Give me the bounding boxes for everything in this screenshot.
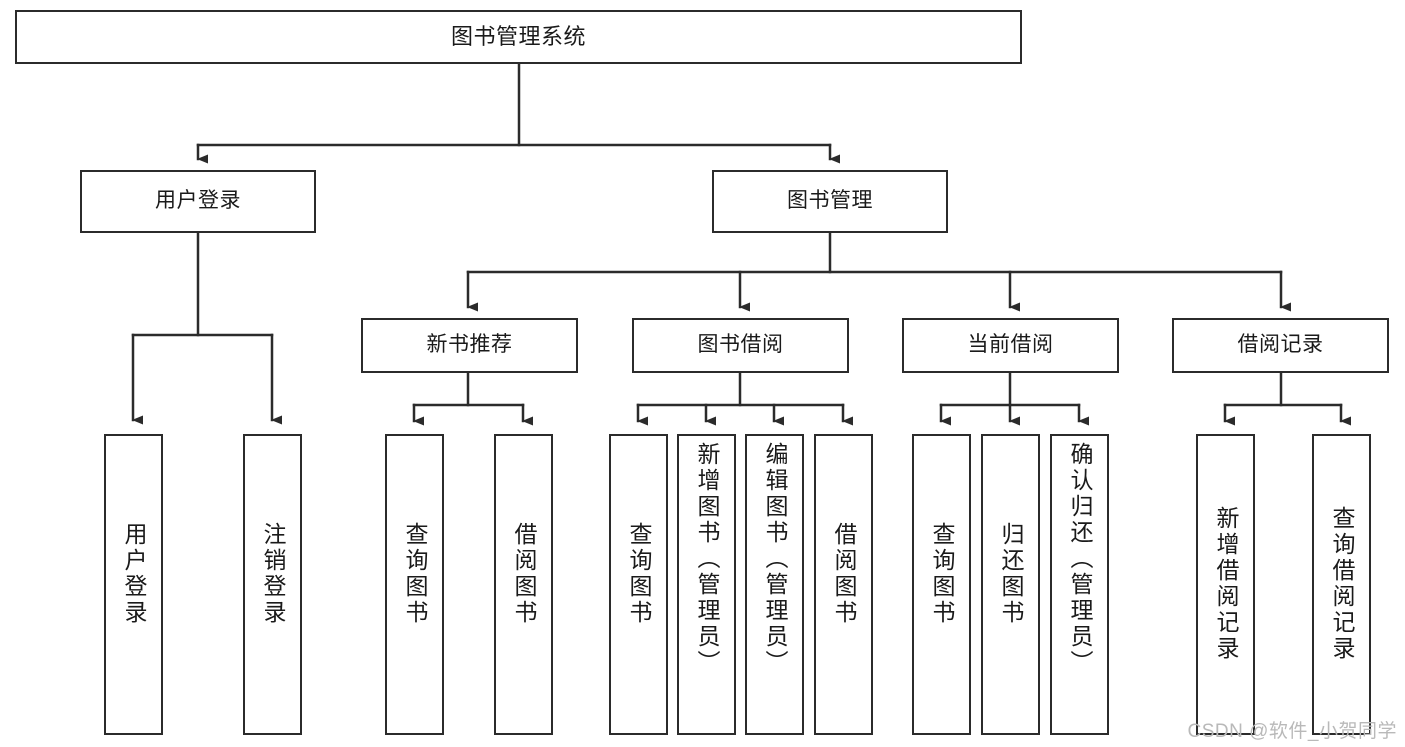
leaf-borrow-book[interactable]: 借阅图书 <box>814 434 873 735</box>
leaf-add-book-admin[interactable]: 新增图书（管理员） <box>677 434 736 735</box>
node-label: 归还图书 <box>998 522 1024 626</box>
node-label: 图书管理 <box>787 189 873 213</box>
node-label: 新增图书（管理员） <box>694 442 720 676</box>
node-borrow-record[interactable]: 借阅记录 <box>1172 318 1389 373</box>
node-book-borrow[interactable]: 图书借阅 <box>632 318 849 373</box>
node-label: 查询图书 <box>402 522 428 626</box>
leaf-add-borrow-record[interactable]: 新增借阅记录 <box>1196 434 1255 735</box>
leaf-return-book[interactable]: 归还图书 <box>981 434 1040 735</box>
leaf-confirm-return-admin[interactable]: 确认归还（管理员） <box>1050 434 1109 735</box>
leaf-user-login[interactable]: 用户登录 <box>104 434 163 735</box>
node-label: 当前借阅 <box>967 333 1054 357</box>
node-label: 借阅图书 <box>511 522 537 626</box>
node-label: 注销登录 <box>260 522 286 626</box>
node-label: 借阅记录 <box>1237 333 1324 357</box>
leaf-query-borrow-record[interactable]: 查询借阅记录 <box>1312 434 1371 735</box>
node-label: 查询图书 <box>929 522 955 626</box>
node-label: 确认归还（管理员） <box>1067 442 1093 676</box>
node-book-management[interactable]: 图书管理 <box>712 170 948 233</box>
node-new-book-recommendation[interactable]: 新书推荐 <box>361 318 578 373</box>
node-label: 借阅图书 <box>831 522 857 626</box>
node-label: 图书借阅 <box>697 333 784 357</box>
leaf-query-book-borrow[interactable]: 查询图书 <box>609 434 668 735</box>
node-label: 新增借阅记录 <box>1213 506 1239 662</box>
node-label: 编辑图书（管理员） <box>762 442 788 676</box>
node-label: 用户登录 <box>155 189 241 213</box>
leaf-edit-book-admin[interactable]: 编辑图书（管理员） <box>745 434 804 735</box>
node-label: 新书推荐 <box>426 333 513 357</box>
node-label: 查询图书 <box>626 522 652 626</box>
node-current-borrow[interactable]: 当前借阅 <box>902 318 1119 373</box>
leaf-query-book-recommendation[interactable]: 查询图书 <box>385 434 444 735</box>
node-label: 图书管理系统 <box>450 24 586 50</box>
node-label: 用户登录 <box>121 522 147 626</box>
node-root-book-management-system[interactable]: 图书管理系统 <box>15 10 1022 64</box>
node-label: 查询借阅记录 <box>1329 506 1355 662</box>
leaf-query-book-current[interactable]: 查询图书 <box>912 434 971 735</box>
node-user-login[interactable]: 用户登录 <box>80 170 316 233</box>
leaf-borrow-book-recommendation[interactable]: 借阅图书 <box>494 434 553 735</box>
leaf-logout[interactable]: 注销登录 <box>243 434 302 735</box>
